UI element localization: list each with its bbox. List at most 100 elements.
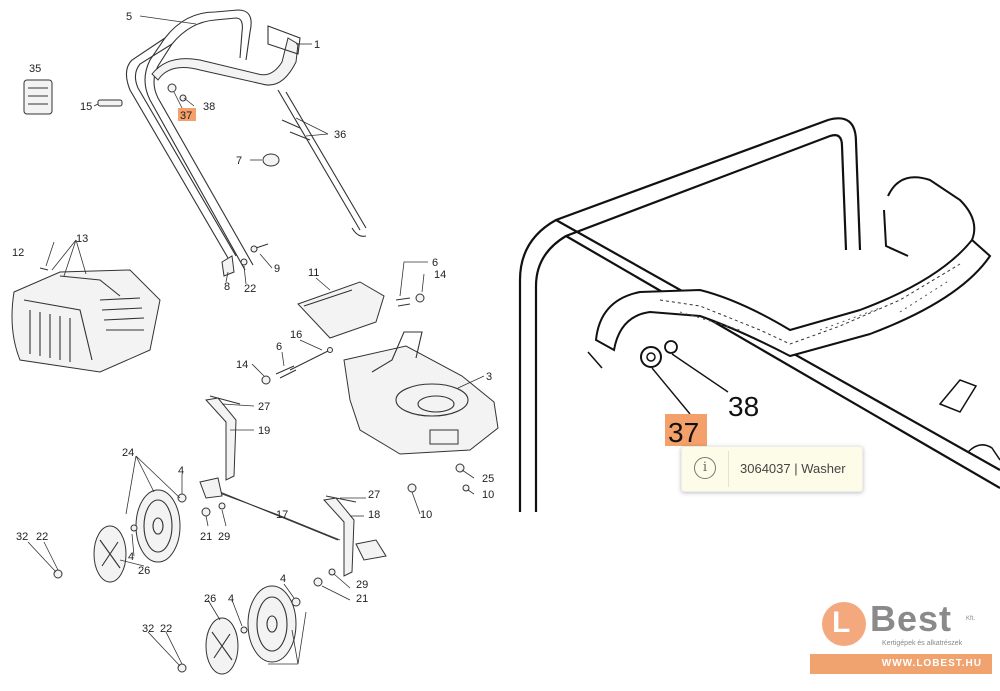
label-24[interactable]: 24 xyxy=(122,447,134,459)
label-16[interactable]: 16 xyxy=(290,329,302,341)
part-19-arm[interactable] xyxy=(205,395,241,481)
part-14-nut-left[interactable] xyxy=(261,375,271,385)
part-35-clip[interactable] xyxy=(23,79,53,115)
logo-letter: L xyxy=(832,606,851,639)
handle-assembly[interactable] xyxy=(125,9,367,271)
label-7[interactable]: 7 xyxy=(236,155,242,167)
label-21a[interactable]: 21 xyxy=(200,531,212,543)
part-29-nut-b[interactable] xyxy=(328,568,336,576)
label-14b[interactable]: 14 xyxy=(434,269,446,281)
part-labels: 5 1 35 15 38 37 36 7 12 13 9 8 22 11 6 1… xyxy=(12,11,494,635)
label-15[interactable]: 15 xyxy=(80,101,92,113)
label-4b[interactable]: 4 xyxy=(128,551,134,563)
logo-suffix: Kft. xyxy=(966,616,976,622)
label-36[interactable]: 36 xyxy=(334,129,346,141)
part-10-nut-b[interactable] xyxy=(407,483,417,493)
part-4-washer-c[interactable] xyxy=(291,597,301,607)
logo-url[interactable]: WWW.LOBEST.HU xyxy=(881,658,982,669)
label-14a[interactable]: 14 xyxy=(236,359,248,371)
part-6-spring-right[interactable] xyxy=(395,297,411,307)
part-16-rod[interactable] xyxy=(289,347,333,371)
label-17[interactable]: 17 xyxy=(276,509,288,521)
label-11[interactable]: 11 xyxy=(308,267,319,279)
label-4d[interactable]: 4 xyxy=(228,593,234,605)
label-6a[interactable]: 6 xyxy=(276,341,282,353)
label-8[interactable]: 8 xyxy=(224,281,230,293)
label-32a[interactable]: 32 xyxy=(16,531,28,543)
label-26a[interactable]: 26 xyxy=(138,565,150,577)
part-22-nut[interactable] xyxy=(240,258,248,266)
label-4c[interactable]: 4 xyxy=(280,573,286,585)
label-18[interactable]: 18 xyxy=(368,509,380,521)
part-10-nut[interactable] xyxy=(462,484,470,492)
label-4a[interactable]: 4 xyxy=(178,465,184,477)
label-27a[interactable]: 27 xyxy=(258,401,270,413)
part-4-washer-a[interactable] xyxy=(177,493,187,503)
tooltip-divider xyxy=(728,451,729,487)
hubcap-left[interactable] xyxy=(93,525,127,583)
label-22a[interactable]: 22 xyxy=(244,283,256,295)
part-21-bolt-b[interactable] xyxy=(313,577,323,587)
part-18-arm[interactable] xyxy=(323,495,387,577)
mower-deck[interactable] xyxy=(343,331,499,455)
zoom-label-37-highlight xyxy=(665,414,707,446)
label-10b[interactable]: 10 xyxy=(420,509,432,521)
part-6-spring-left[interactable] xyxy=(275,365,297,379)
part-12-pin[interactable] xyxy=(39,267,49,271)
logo-brand: Best xyxy=(870,598,953,639)
part-4-washer-b[interactable] xyxy=(130,524,138,532)
zoom-label-37[interactable]: 37 xyxy=(668,417,699,448)
zoom-inset: 38 37 xyxy=(518,117,1000,512)
label-13[interactable]: 13 xyxy=(76,233,88,245)
logo-url-bar: WWW.LOBEST.HU xyxy=(810,654,992,674)
wheel-front-left[interactable] xyxy=(135,489,181,563)
washer-37-small[interactable] xyxy=(167,83,187,102)
part-tooltip: i 3064037 | Washer xyxy=(681,446,863,492)
label-38[interactable]: 38 xyxy=(203,101,215,113)
label-12[interactable]: 12 xyxy=(12,247,24,259)
label-5[interactable]: 5 xyxy=(126,11,132,23)
hubcap-rear[interactable] xyxy=(205,617,239,675)
label-35[interactable]: 35 xyxy=(29,63,41,75)
label-29a[interactable]: 29 xyxy=(218,531,230,543)
part-8-bracket[interactable] xyxy=(221,255,235,277)
part-15-pin[interactable] xyxy=(97,99,123,107)
label-22b[interactable]: 22 xyxy=(36,531,48,543)
part-9-bolt[interactable] xyxy=(250,243,269,253)
label-21b[interactable]: 21 xyxy=(356,593,368,605)
zoom-label-38[interactable]: 38 xyxy=(728,391,759,422)
label-1[interactable]: 1 xyxy=(314,39,320,51)
part-11-cover[interactable] xyxy=(297,281,385,339)
label-9[interactable]: 9 xyxy=(274,263,280,275)
label-22c[interactable]: 22 xyxy=(160,623,172,635)
grass-bag[interactable] xyxy=(11,269,161,373)
logo-mark: L xyxy=(822,602,866,646)
part-21-bolt-a[interactable] xyxy=(201,507,211,517)
wheel-rear[interactable] xyxy=(247,585,297,663)
part-4-washer-d[interactable] xyxy=(240,626,248,634)
nut-38[interactable] xyxy=(664,340,678,354)
label-3[interactable]: 3 xyxy=(486,371,492,383)
label-6b[interactable]: 6 xyxy=(432,257,438,269)
part-14-nut-right[interactable] xyxy=(415,293,425,303)
label-27b[interactable]: 27 xyxy=(368,489,380,501)
logo-tagline: Kertigépek és alkatrészek xyxy=(882,640,963,647)
label-29b[interactable]: 29 xyxy=(356,579,368,591)
part-7-knob[interactable] xyxy=(262,153,280,167)
label-10a[interactable]: 10 xyxy=(482,489,494,501)
label-37[interactable]: 37 xyxy=(180,110,192,122)
label-32b[interactable]: 32 xyxy=(142,623,154,635)
label-26b[interactable]: 26 xyxy=(204,593,216,605)
grip-bar[interactable] xyxy=(594,238,992,358)
label-37-highlight xyxy=(178,108,196,121)
part-29-nut-a[interactable] xyxy=(218,502,226,510)
tooltip-text: 3064037 | Washer xyxy=(740,461,846,476)
part-17-axle[interactable] xyxy=(199,477,339,541)
label-25[interactable]: 25 xyxy=(482,473,494,485)
info-icon[interactable]: i xyxy=(694,457,716,479)
lobest-logo[interactable]: L Best Kft. Kertigépek és alkatrészek WW… xyxy=(806,598,992,678)
leader-lines xyxy=(27,15,485,667)
label-19[interactable]: 19 xyxy=(258,425,270,437)
